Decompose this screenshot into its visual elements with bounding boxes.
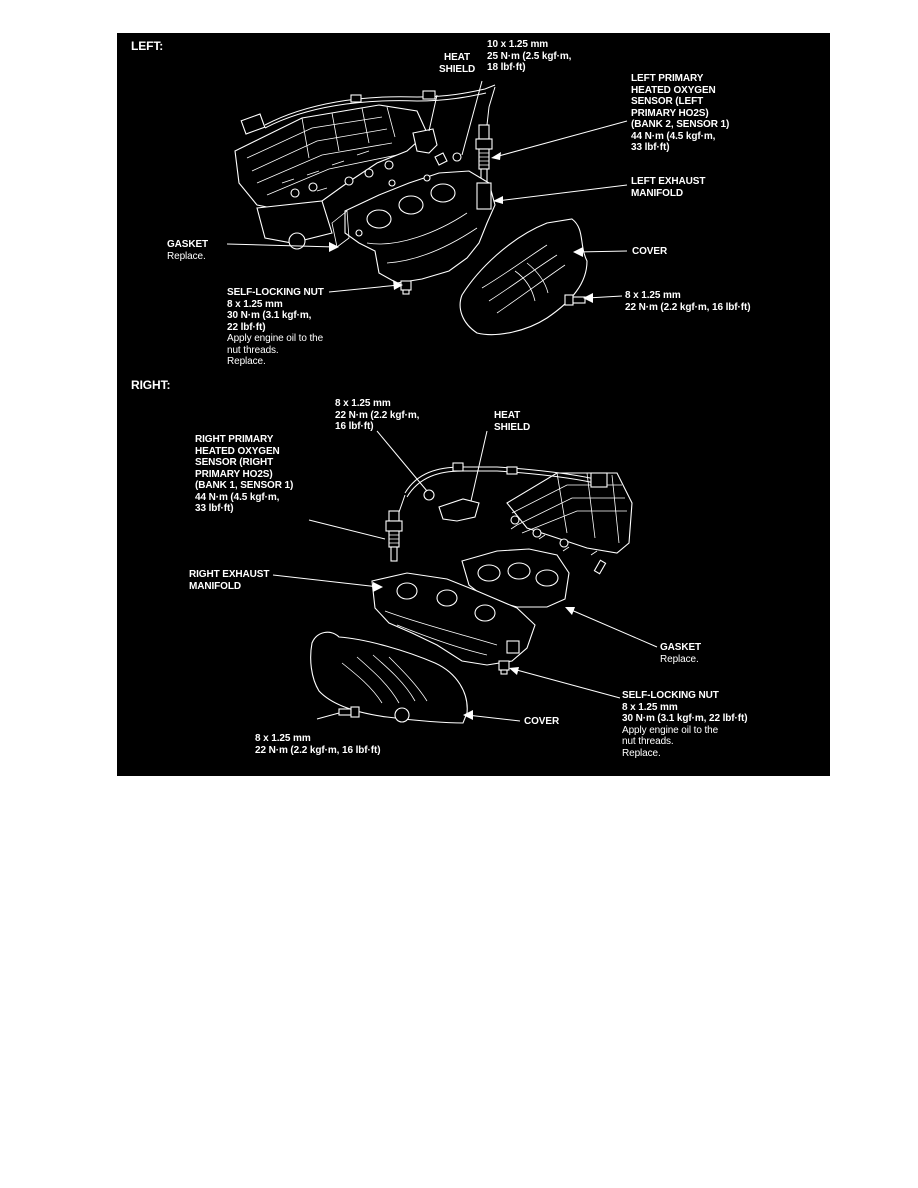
right-nut-note-3: Replace. [622, 747, 661, 759]
right-nut-note-1: Apply engine oil to the [622, 724, 719, 736]
left-section-title: LEFT: [131, 39, 164, 53]
left-manifold-line-2: MANIFOLD [631, 187, 683, 199]
left-sensor-line-5: (BANK 2, SENSOR 1) [631, 119, 730, 130]
right-self-locking-nut-art [498, 660, 510, 675]
right-top-bolt-size: 8 x 1.25 mm [335, 398, 391, 409]
left-oxygen-sensor-label: LEFT PRIMARY HEATED OXYGEN SENSOR (LEFT … [631, 73, 729, 154]
right-top-bolt-torque: 22 N·m (2.2 kgf·m, [335, 409, 420, 421]
left-self-locking-nut-label: SELF-LOCKING NUT 8 x 1.25 mm 30 N·m (3.1… [227, 287, 324, 368]
right-sensor-harness [394, 462, 608, 534]
left-cover-bolt-label: 8 x 1.25 mm 22 N·m (2.2 kgf·m, 16 lbf·ft… [625, 290, 751, 313]
right-exhaust-manifold-art [371, 572, 536, 666]
right-nut-torque: 30 N·m (3.1 kgf·m, 22 lbf·ft) [622, 713, 748, 724]
left-heat-shield-line-1: HEAT [443, 52, 471, 63]
right-heat-shield-art [438, 498, 480, 522]
left-gasket-note: Replace. [167, 250, 206, 262]
left-sensor-line-4: PRIMARY HO2S) [631, 107, 709, 119]
right-cover-bolt-label: 8 x 1.25 mm 22 N·m (2.2 kgf·m, 16 lbf·ft… [255, 733, 381, 756]
right-heat-shield-line-1: HEAT [494, 410, 521, 421]
right-heat-shield-label: HEAT SHIELD [494, 410, 530, 433]
left-leader-lines [226, 80, 628, 303]
right-leader-lines [272, 430, 658, 722]
left-sensor-line-6: 44 N·m (4.5 kgf·m, [631, 130, 716, 142]
right-sensor-line-2: HEATED OXYGEN [195, 445, 280, 457]
left-manifold-line-1: LEFT EXHAUST [631, 176, 706, 187]
left-top-bolt-spec: 10 x 1.25 mm 25 N·m (2.5 kgf·m, 18 lbf·f… [487, 39, 571, 74]
left-engine-head [234, 104, 428, 250]
right-cover-art [310, 631, 468, 724]
left-heat-shield-label: HEAT SHIELD [439, 52, 475, 75]
left-sensor-line-3: SENSOR (LEFT [631, 96, 704, 107]
left-cover-bolt-torque: 22 N·m (2.2 kgf·m, 16 lbf·ft) [625, 301, 751, 313]
right-oxygen-sensor-art [385, 510, 403, 562]
right-heat-shield-line-2: SHIELD [494, 421, 531, 433]
right-cover-label: COVER [524, 716, 560, 727]
right-nut-note-2: nut threads. [622, 736, 674, 747]
right-sensor-line-1: RIGHT PRIMARY [195, 434, 274, 445]
left-nut-torque: 30 N·m (3.1 kgf·m, [227, 310, 312, 321]
right-gasket-note: Replace. [660, 653, 699, 665]
right-self-locking-nut-label: SELF-LOCKING NUT 8 x 1.25 mm 30 N·m (3.1… [622, 690, 748, 759]
right-exhaust-manifold-label: RIGHT EXHAUST MANIFOLD [189, 569, 269, 592]
right-sensor-line-4: PRIMARY HO2S) [195, 468, 273, 480]
right-manifold-line-1: RIGHT EXHAUST [189, 569, 270, 580]
right-top-bolt-torque-lbf: 16 lbf·ft) [335, 421, 374, 432]
right-cover-bolt-torque: 22 N·m (2.2 kgf·m, 16 lbf·ft) [255, 744, 381, 756]
left-top-bolt-torque: 25 N·m (2.5 kgf·m, [487, 50, 572, 62]
left-sensor-line-2: HEATED OXYGEN [631, 84, 716, 96]
left-gasket-label: GASKET Replace. [167, 239, 208, 262]
left-top-bolt-size: 10 x 1.25 mm [487, 39, 549, 50]
right-sensor-line-6: 44 N·m (4.5 kgf·m, [195, 491, 280, 503]
left-exhaust-manifold-art [344, 170, 496, 284]
right-manifold-line-2: MANIFOLD [189, 580, 241, 592]
left-assembly-art [226, 80, 628, 336]
left-sensor-line-1: LEFT PRIMARY [631, 73, 704, 84]
right-nut-name: SELF-LOCKING NUT [622, 690, 719, 701]
left-cover-bolt-size: 8 x 1.25 mm [625, 290, 681, 301]
right-cover-bolt-size: 8 x 1.25 mm [255, 733, 311, 744]
right-engine-head [506, 472, 633, 556]
right-assembly-art [272, 430, 658, 724]
exhaust-manifold-diagram: LEFT: 10 x 1.25 mm 25 N·m (2.5 kgf·m, 18… [117, 33, 830, 776]
right-gasket-label: GASKET Replace. [660, 642, 701, 665]
left-heat-shield-line-2: SHIELD [439, 63, 476, 75]
left-sensor-harness [240, 84, 496, 135]
left-nut-note-1: Apply engine oil to the [227, 333, 324, 344]
right-nut-size: 8 x 1.25 mm [622, 701, 678, 713]
right-top-bolt-spec: 8 x 1.25 mm 22 N·m (2.2 kgf·m, 16 lbf·ft… [335, 398, 419, 433]
left-heat-shield-art [412, 128, 438, 154]
left-top-bolt-torque-lbf: 18 lbf·ft) [487, 62, 526, 73]
left-self-locking-nut-art [400, 280, 412, 295]
left-nut-torque-lbf: 22 lbf·ft) [227, 321, 266, 333]
right-gasket-name: GASKET [660, 642, 702, 653]
left-gasket-name: GASKET [167, 239, 209, 250]
left-nut-note-2: nut threads. [227, 344, 279, 356]
left-nut-name: SELF-LOCKING NUT [227, 287, 324, 298]
right-section-title: RIGHT: [131, 378, 171, 392]
right-sensor-line-7: 33 lbf·ft) [195, 503, 234, 514]
right-sensor-line-3: SENSOR (RIGHT [195, 457, 274, 468]
right-sensor-line-5: (BANK 1, SENSOR 1) [195, 480, 294, 491]
left-nut-size: 8 x 1.25 mm [227, 298, 283, 310]
left-oxygen-sensor-art [475, 124, 493, 186]
right-oxygen-sensor-label: RIGHT PRIMARY HEATED OXYGEN SENSOR (RIGH… [195, 434, 293, 515]
diagram-artwork [226, 80, 658, 724]
right-cover-bolt-art [338, 706, 360, 718]
left-cover-label: COVER [632, 246, 668, 257]
left-cover-bolt-art [564, 294, 586, 306]
left-sensor-line-7: 33 lbf·ft) [631, 142, 670, 153]
left-nut-note-3: Replace. [227, 356, 266, 367]
left-cover-art [459, 218, 588, 336]
right-gasket-art [461, 548, 607, 608]
left-exhaust-manifold-label: LEFT EXHAUST MANIFOLD [631, 176, 705, 199]
